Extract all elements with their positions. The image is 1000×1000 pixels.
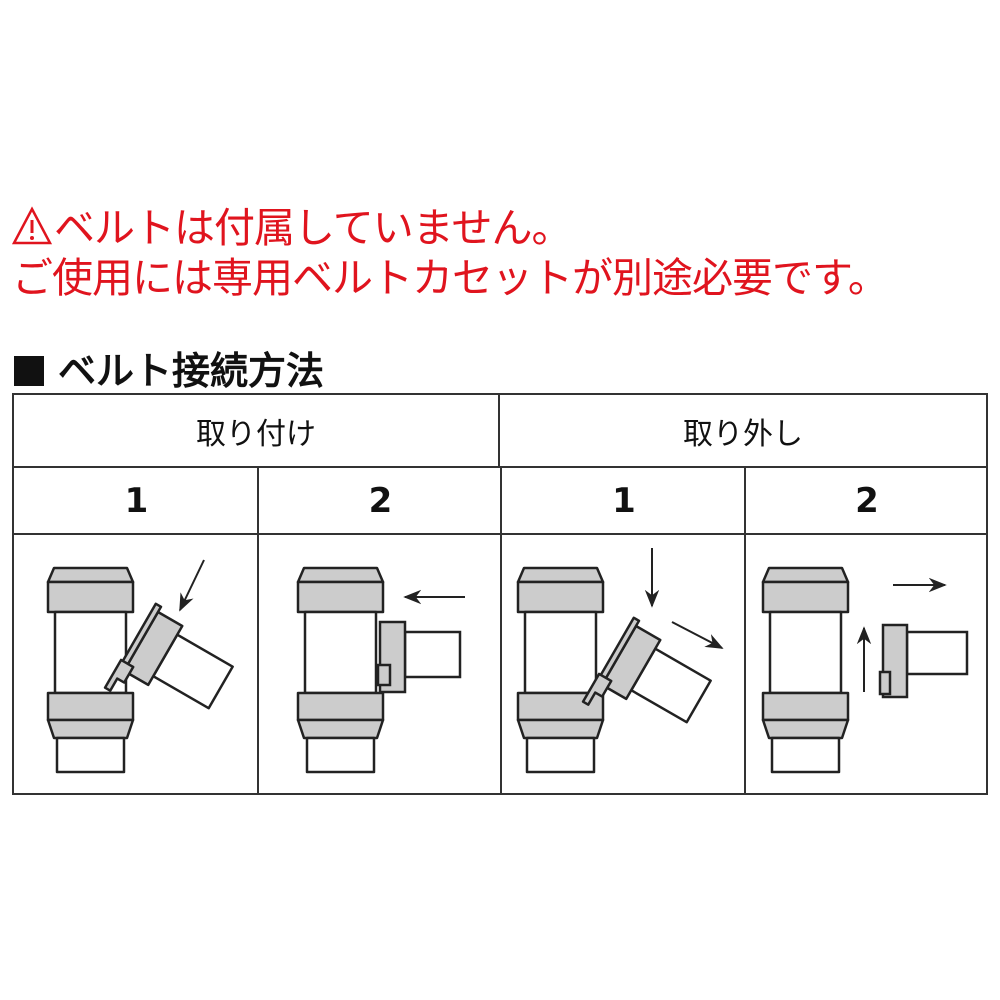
header-attach: 取り付け (14, 395, 500, 468)
diagram-detach-step-1 (516, 548, 724, 774)
divider (744, 468, 746, 795)
notice-text-1: ベルトは付属していません。 (54, 204, 573, 252)
arrow-icon (671, 621, 724, 649)
divider (500, 468, 502, 795)
diagram-detach-step-2 (761, 566, 969, 774)
step-attach-1: 1 (14, 468, 259, 535)
notice-line-1: ベルトは付属していません。 (11, 204, 573, 253)
belt-cassette-icon (878, 623, 969, 699)
roller-icon (296, 566, 385, 774)
square-bullet-icon (14, 356, 44, 386)
belt-cassette-icon (376, 620, 462, 694)
warning-triangle-icon (11, 206, 53, 253)
header-detach: 取り外し (500, 395, 986, 468)
roller-icon (761, 566, 850, 774)
arrow-icon (179, 559, 205, 612)
diagram-attach-step-2 (296, 566, 465, 774)
section-title: ベルト接続方法 (58, 349, 325, 393)
step-detach-2: 2 (746, 468, 988, 535)
section-heading: ベルト接続方法 (14, 340, 324, 395)
divider (257, 468, 259, 795)
roller-icon (516, 566, 605, 774)
belt-cassette-icon (581, 615, 720, 753)
belt-connection-table: 取り付け 取り外し 1 2 1 2 (12, 393, 988, 795)
diagram-attach-step-1 (46, 559, 242, 774)
step-attach-2: 2 (259, 468, 502, 535)
step-detach-1: 1 (502, 468, 746, 535)
notice-text-2: ご使用には専用ベルトカセットが別途必要です。 (12, 254, 889, 302)
